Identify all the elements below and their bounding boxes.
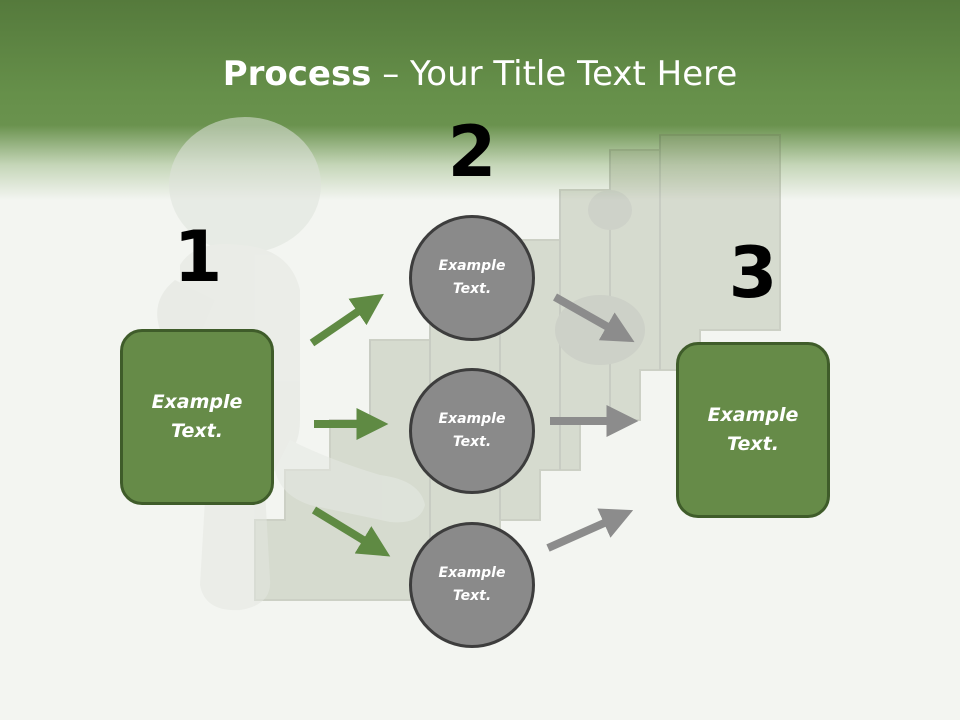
step-3-box: Example Text. xyxy=(676,342,830,518)
circle-bottom-label: Example Text. xyxy=(438,565,506,604)
title-bold: Process xyxy=(222,54,372,94)
step-2-circle-bottom: Example Text. xyxy=(409,522,535,648)
arrow-from-top-circle xyxy=(553,293,635,343)
arrow-from-bottom-circle xyxy=(546,508,634,552)
circle-top-label: Example Text. xyxy=(438,258,506,297)
step-1-label: Example Text. xyxy=(151,391,243,442)
step-2-circle-top: Example Text. xyxy=(409,215,535,341)
step-2-number: 2 xyxy=(447,111,497,193)
step-2-circle-middle: Example Text. xyxy=(409,368,535,494)
title-rest: – Your Title Text Here xyxy=(371,54,738,94)
step-1-box: Example Text. xyxy=(120,329,274,505)
step-3-number: 3 xyxy=(728,232,778,314)
step-3-label: Example Text. xyxy=(707,404,799,455)
slide-title: Process – Your Title Text Here xyxy=(0,52,960,96)
arrow-to-top-circle xyxy=(309,293,384,347)
circle-middle-label: Example Text. xyxy=(438,411,506,450)
header-band xyxy=(0,0,960,200)
arrow-to-bottom-circle xyxy=(311,506,391,557)
step-1-number: 1 xyxy=(173,216,223,298)
